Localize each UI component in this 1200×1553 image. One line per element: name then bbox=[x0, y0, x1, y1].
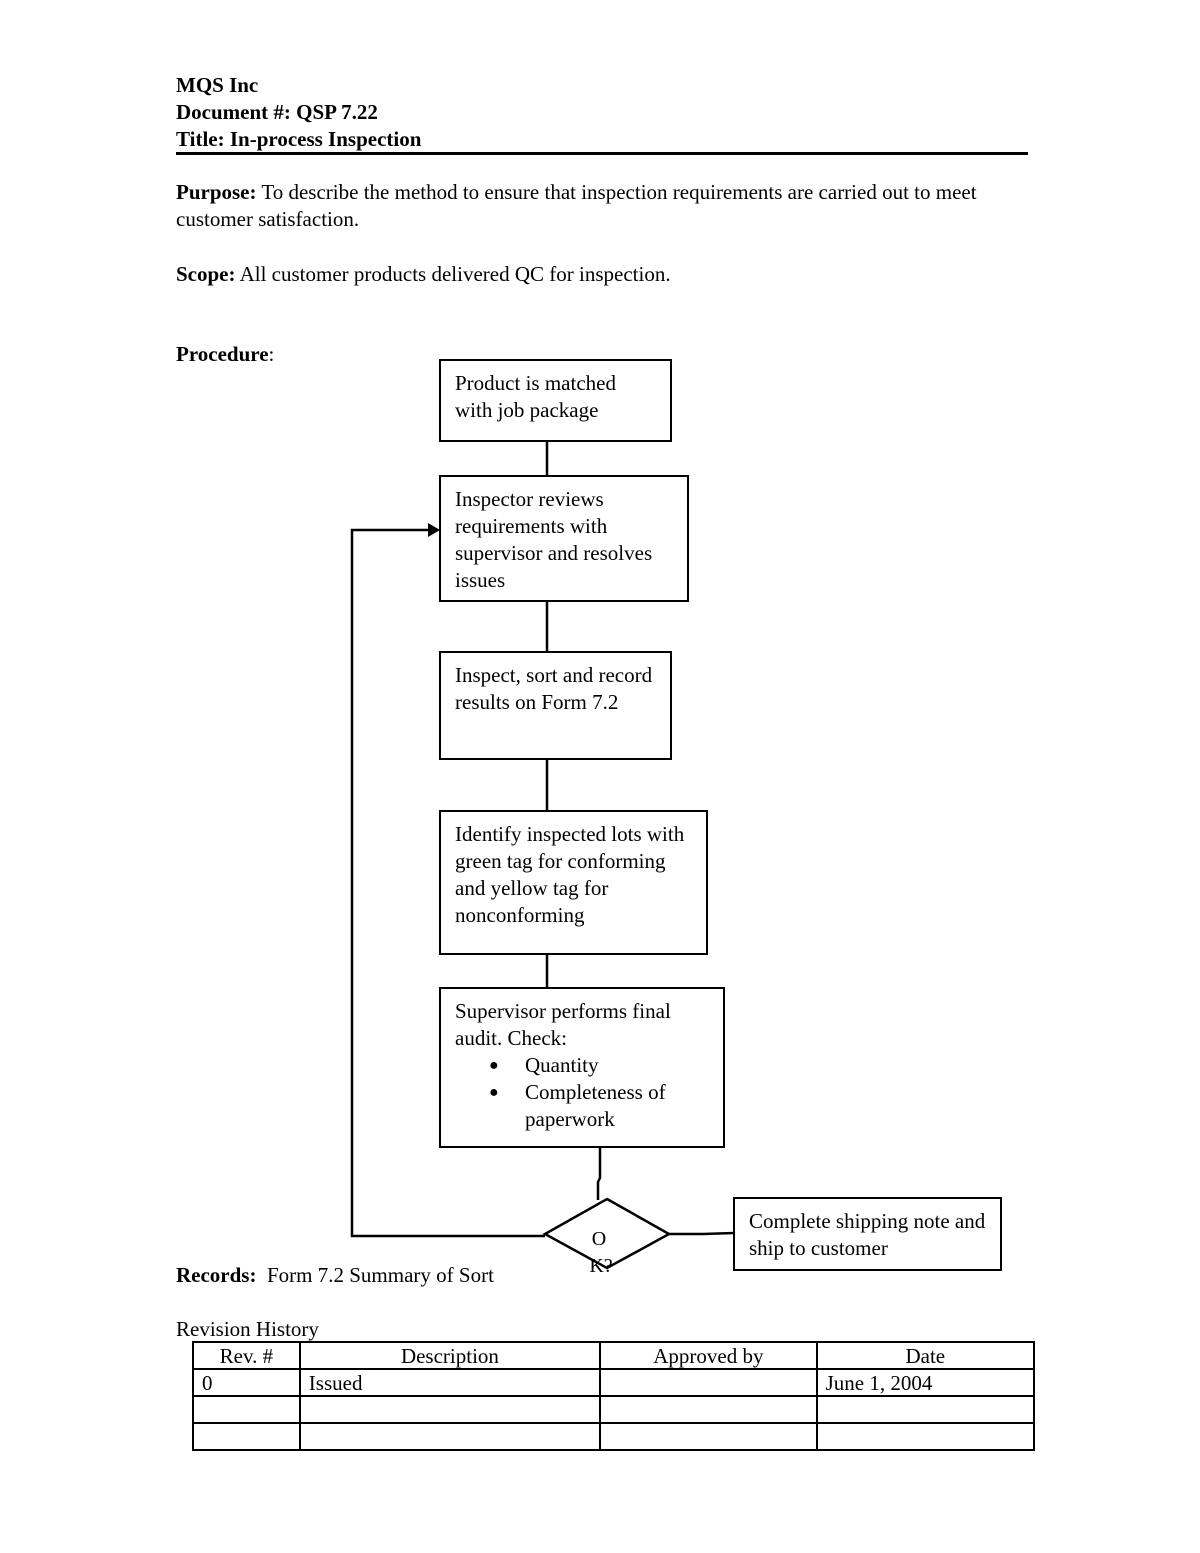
decision-label-line1: O bbox=[591, 1228, 607, 1250]
audit-check-paperwork: Completeness of paperwork bbox=[489, 1079, 709, 1133]
document-number: Document #: QSP 7.22 bbox=[176, 100, 378, 124]
table-cell bbox=[298, 1422, 602, 1451]
purpose-text: To describe the method to ensure that in… bbox=[176, 180, 977, 231]
revision-history-title: Revision History bbox=[176, 1317, 319, 1341]
table-row bbox=[192, 1395, 1036, 1424]
column-header: Description bbox=[298, 1341, 602, 1370]
flow-step-final-audit-text: Supervisor performs final audit. Check: bbox=[455, 999, 671, 1050]
records-text: Form 7.2 Summary of Sort bbox=[266, 1263, 494, 1287]
table-row bbox=[192, 1422, 1036, 1451]
table-cell bbox=[815, 1422, 1036, 1451]
company-name: MQS Inc bbox=[176, 73, 259, 97]
scope-text: All customer products delivered QC for i… bbox=[239, 262, 671, 286]
flow-step-ship: Complete shipping note and ship to custo… bbox=[733, 1197, 1002, 1271]
flow-step-ship-text: Complete shipping note and ship to custo… bbox=[749, 1209, 986, 1260]
scope-label: Scope: bbox=[176, 262, 236, 286]
flow-step-final-audit: Supervisor performs final audit. Check: … bbox=[439, 987, 725, 1148]
flow-step-review-requirements-text: Inspector reviews requirements with supe… bbox=[455, 487, 653, 592]
column-header: Date bbox=[815, 1341, 1036, 1370]
flow-step-match-package-text: Product is matched with job package bbox=[455, 371, 616, 422]
purpose-label: Purpose: bbox=[176, 180, 257, 204]
flow-step-inspect-sort-text: Inspect, sort and record results on Form… bbox=[455, 663, 653, 714]
flow-step-inspect-sort: Inspect, sort and record results on Form… bbox=[439, 651, 672, 760]
table-cell bbox=[298, 1395, 602, 1424]
flow-step-review-requirements: Inspector reviews requirements with supe… bbox=[439, 475, 689, 602]
table-cell bbox=[599, 1395, 818, 1424]
revision-header-row: Rev. # Description Approved by Date bbox=[192, 1341, 1036, 1370]
decision-label-line2: K? bbox=[589, 1255, 613, 1277]
column-header: Approved by bbox=[599, 1341, 818, 1370]
flow-step-identify-lots-text: Identify inspected lots with green tag f… bbox=[455, 822, 685, 927]
column-header: Rev. # bbox=[192, 1341, 301, 1370]
table-cell bbox=[192, 1395, 301, 1424]
records-label: Records: bbox=[176, 1263, 257, 1287]
procedure-section: Procedure: bbox=[176, 341, 376, 368]
table-row: 0 Issued June 1, 2004 bbox=[192, 1368, 1036, 1397]
flow-step-match-package: Product is matched with job package bbox=[439, 359, 672, 442]
document-title: Title: In-process Inspection bbox=[176, 127, 422, 151]
table-cell bbox=[599, 1422, 818, 1451]
header-rule bbox=[176, 152, 1028, 155]
table-cell bbox=[599, 1368, 818, 1397]
table-cell: 0 bbox=[192, 1368, 301, 1397]
purpose-section: Purpose: To describe the method to ensur… bbox=[176, 179, 1036, 233]
procedure-label: Procedure bbox=[176, 342, 269, 366]
table-cell bbox=[815, 1395, 1036, 1424]
table-cell: June 1, 2004 bbox=[815, 1368, 1036, 1397]
audit-check-quantity: Quantity bbox=[489, 1052, 709, 1079]
records-section: Records: Form 7.2 Summary of Sort bbox=[176, 1262, 576, 1289]
revision-history-table: Rev. # Description Approved by Date 0 Is… bbox=[192, 1341, 1036, 1451]
flow-step-identify-lots: Identify inspected lots with green tag f… bbox=[439, 810, 708, 955]
table-cell: Issued bbox=[298, 1368, 602, 1397]
table-cell bbox=[192, 1422, 301, 1451]
scope-section: Scope: All customer products delivered Q… bbox=[176, 261, 1036, 288]
procedure-colon: : bbox=[268, 342, 275, 366]
audit-check-list: Quantity Completeness of paperwork bbox=[455, 1052, 709, 1133]
